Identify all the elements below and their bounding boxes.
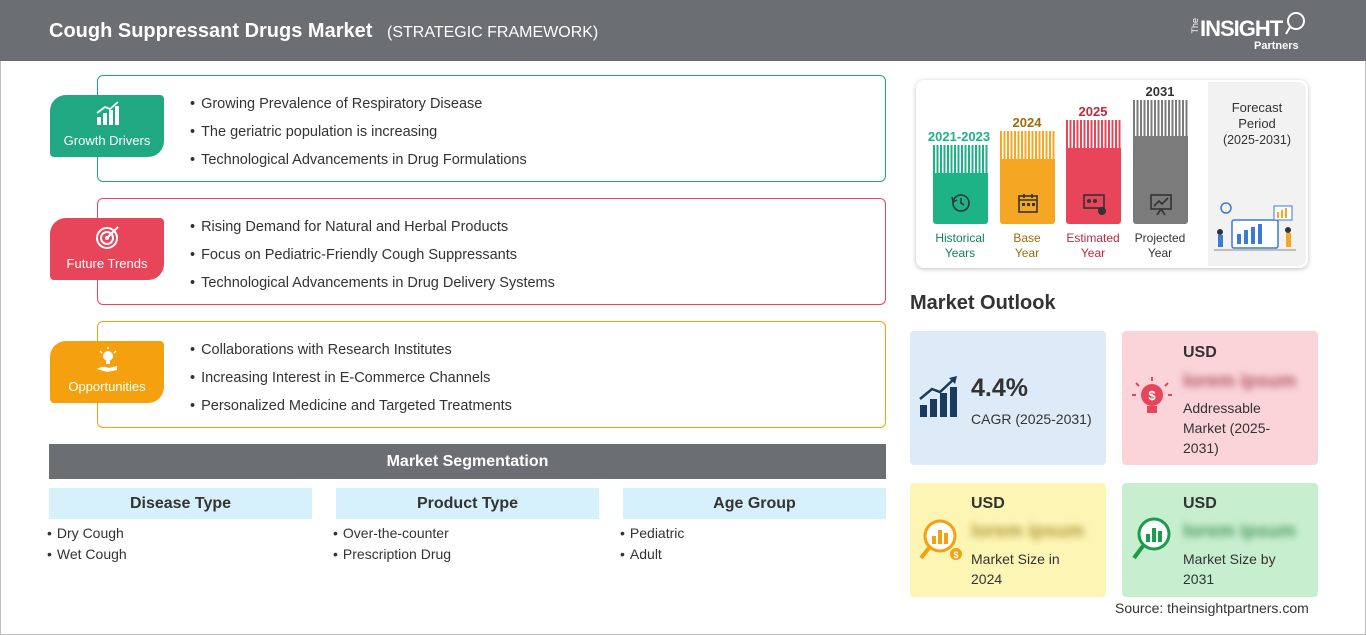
svg-text:$: $ (1148, 388, 1156, 403)
logo-the-text: The (1190, 18, 1200, 34)
size-2024-label: Market Size in 2024 (971, 551, 1060, 587)
market-outlook-title: Market Outlook (910, 292, 1056, 314)
logo-main-text: INSIGHT (1200, 16, 1283, 41)
size-2024-value-blurred: lorem ipsum (971, 521, 1084, 542)
segment-product-type-head: Product Type (336, 488, 599, 519)
timeline-label-line: Year (1147, 246, 1173, 260)
cagr-value: 4.4% (971, 374, 1028, 402)
list-item: Technological Advancements in Drug Formu… (190, 152, 527, 180)
addressable-label: Addressable Market (2025-2031) (1183, 400, 1271, 456)
timeline-year-estimated: 2025 (1078, 104, 1108, 119)
timeline-year-projected: 2031 (1145, 84, 1175, 99)
history-icon (951, 194, 970, 212)
timeline-label-historical: Historical Years (920, 231, 1000, 261)
opportunities-badge: Opportunities (50, 341, 164, 403)
timeline-year-base: 2024 (1012, 115, 1042, 130)
timeline-label-line: Historical (935, 231, 985, 245)
logo-swirl-icon (1285, 12, 1305, 35)
growth-bars-icon (919, 376, 957, 417)
magnifier-chart-icon: $ (919, 519, 962, 560)
timeline-label-line: Years (944, 246, 976, 260)
insight-partners-logo[interactable]: The INSIGHT Partners (1190, 10, 1310, 54)
timeline-label-line: Year (1014, 246, 1040, 260)
segment-age-group-head: Age Group (623, 488, 886, 519)
header-bar: Cough Suppressant Drugs Market (STRATEGI… (0, 0, 1366, 61)
size-2031-usd: USD (1183, 495, 1217, 512)
source-link[interactable]: Source: theinsightpartners.com (1115, 600, 1309, 616)
timeline-bar-base (1000, 131, 1055, 224)
presentation-icon (1083, 194, 1106, 215)
timeline-label-estimated: Estimated Year (1053, 231, 1133, 261)
growth-drivers-box: Growing Prevalence of Respiratory Diseas… (97, 75, 886, 182)
opportunities-label: Opportunities (68, 379, 146, 394)
page-subtitle: (STRATEGIC FRAMEWORK) (387, 24, 599, 41)
timeline-label-projected: Projected Year (1120, 231, 1200, 261)
forecast-period-title: Forecast Period (1231, 100, 1283, 131)
size-2031-value-blurred: lorem ipsum (1183, 521, 1296, 542)
market-size-2031-card: USD lorem ipsum Market Size by 2031 (1122, 483, 1318, 597)
list-item: Collaborations with Research Institutes (190, 342, 512, 370)
segment-disease-type-list: Dry Cough Wet Cough (47, 525, 127, 567)
timeline-label-base: Base Year (987, 231, 1067, 261)
timeline-year-historical: 2021-2023 (927, 129, 991, 144)
addressable-usd: USD (1183, 344, 1217, 361)
page-title: Cough Suppressant Drugs Market (49, 20, 373, 42)
svg-text:$: $ (953, 550, 958, 560)
list-item: Over-the-counter (333, 525, 451, 546)
target-icon (96, 226, 119, 249)
future-trends-list: Rising Demand for Natural and Herbal Pro… (190, 219, 555, 303)
timeline-bar-historical (933, 145, 988, 224)
list-item: Pediatric (620, 525, 684, 546)
list-item: Rising Demand for Natural and Herbal Pro… (190, 219, 555, 247)
future-trends-badge: Future Trends (50, 218, 164, 280)
list-item: The geriatric population is increasing (190, 124, 527, 152)
addressable-value-blurred: lorem ipsum (1183, 371, 1296, 392)
list-item: Growing Prevalence of Respiratory Diseas… (190, 96, 527, 124)
list-item: Prescription Drug (333, 546, 451, 567)
list-item: Adult (620, 546, 684, 567)
segment-age-group-list: Pediatric Adult (620, 525, 684, 567)
segment-disease-type-head: Disease Type (49, 488, 312, 519)
future-trends-box: Rising Demand for Natural and Herbal Pro… (97, 198, 886, 305)
cagr-label: CAGR (2025-2031) (971, 411, 1092, 427)
timeline-label-line: Base (1013, 231, 1041, 245)
growth-drivers-label: Growth Drivers (63, 133, 151, 148)
analytics-illustration-icon (1214, 202, 1296, 251)
growth-drivers-list: Growing Prevalence of Respiratory Diseas… (190, 96, 527, 180)
forecast-period-range: (2025-2031) (1222, 133, 1292, 147)
list-item: Technological Advancements in Drug Deliv… (190, 275, 555, 303)
growth-drivers-badge: Growth Drivers (50, 95, 164, 157)
opportunities-box: Collaborations with Research Institutes … (97, 321, 886, 428)
timeline-bar-projected (1133, 100, 1188, 224)
timeline-bar-estimated (1066, 120, 1121, 224)
calendar-icon (1018, 194, 1038, 213)
timeline-label-line: Year (1080, 246, 1106, 260)
list-item: Personalized Medicine and Targeted Treat… (190, 398, 512, 426)
list-item: Wet Cough (47, 546, 127, 567)
growth-chart-icon (96, 101, 119, 125)
list-item: Focus on Pediatric-Friendly Cough Suppre… (190, 247, 555, 275)
list-item: Dry Cough (47, 525, 127, 546)
opportunities-list: Collaborations with Research Institutes … (190, 342, 512, 426)
size-2024-usd: USD (971, 495, 1005, 512)
size-2031-label: Market Size by 2031 (1183, 551, 1276, 587)
cagr-card: 4.4% CAGR (2025-2031) (910, 331, 1106, 465)
lightbulb-hand-icon (97, 347, 117, 372)
logo-sub-text: Partners (1254, 40, 1299, 52)
segment-product-type-list: Over-the-counter Prescription Drug (333, 525, 451, 567)
growth-board-icon (1150, 194, 1172, 216)
future-trends-label: Future Trends (66, 256, 148, 271)
magnifier-chart-green-icon (1132, 517, 1171, 560)
timeline-label-line: Projected (1134, 231, 1186, 245)
list-item: Increasing Interest in E-Commerce Channe… (190, 370, 512, 398)
market-segmentation-header: Market Segmentation (49, 444, 886, 479)
forecast-period-panel: Forecast Period (2025-2031) (1208, 82, 1306, 266)
lightbulb-dollar-icon: $ (1132, 377, 1172, 413)
addressable-market-card: $ USD lorem ipsum Addressable Market (20… (1122, 331, 1318, 465)
market-size-2024-card: $ USD lorem ipsum Market Size in 2024 (910, 483, 1106, 597)
timeline-label-line: Estimated (1066, 231, 1120, 245)
